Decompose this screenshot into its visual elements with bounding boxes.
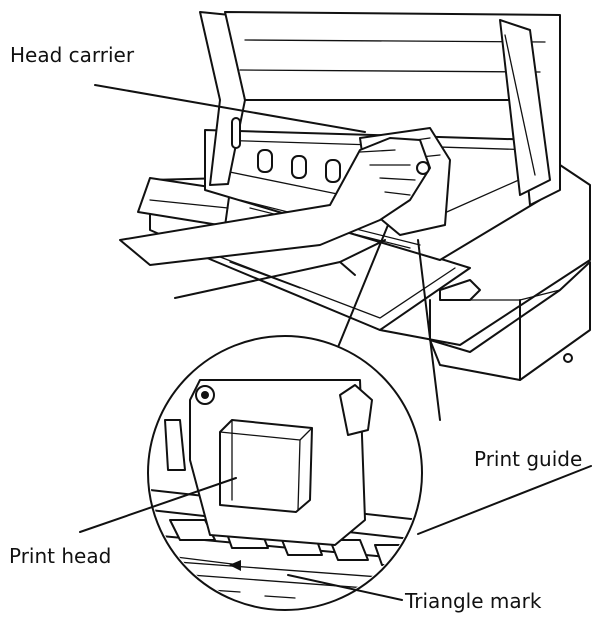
triangle-mark-leader xyxy=(287,574,403,601)
head-carrier-label: Head carrier xyxy=(10,43,135,67)
print-guide-label: Print guide xyxy=(474,447,583,471)
print-head-leader xyxy=(79,477,237,533)
magnified-detail xyxy=(147,335,423,611)
print-head-label: Print head xyxy=(9,544,112,568)
triangle-mark-icon xyxy=(229,560,241,571)
print-guide-leader xyxy=(417,465,592,535)
hand-and-arms xyxy=(119,137,431,299)
printer-lid xyxy=(199,11,561,206)
triangle-mark-label: Triangle mark xyxy=(405,589,542,613)
head-carrier-leader xyxy=(94,84,366,133)
